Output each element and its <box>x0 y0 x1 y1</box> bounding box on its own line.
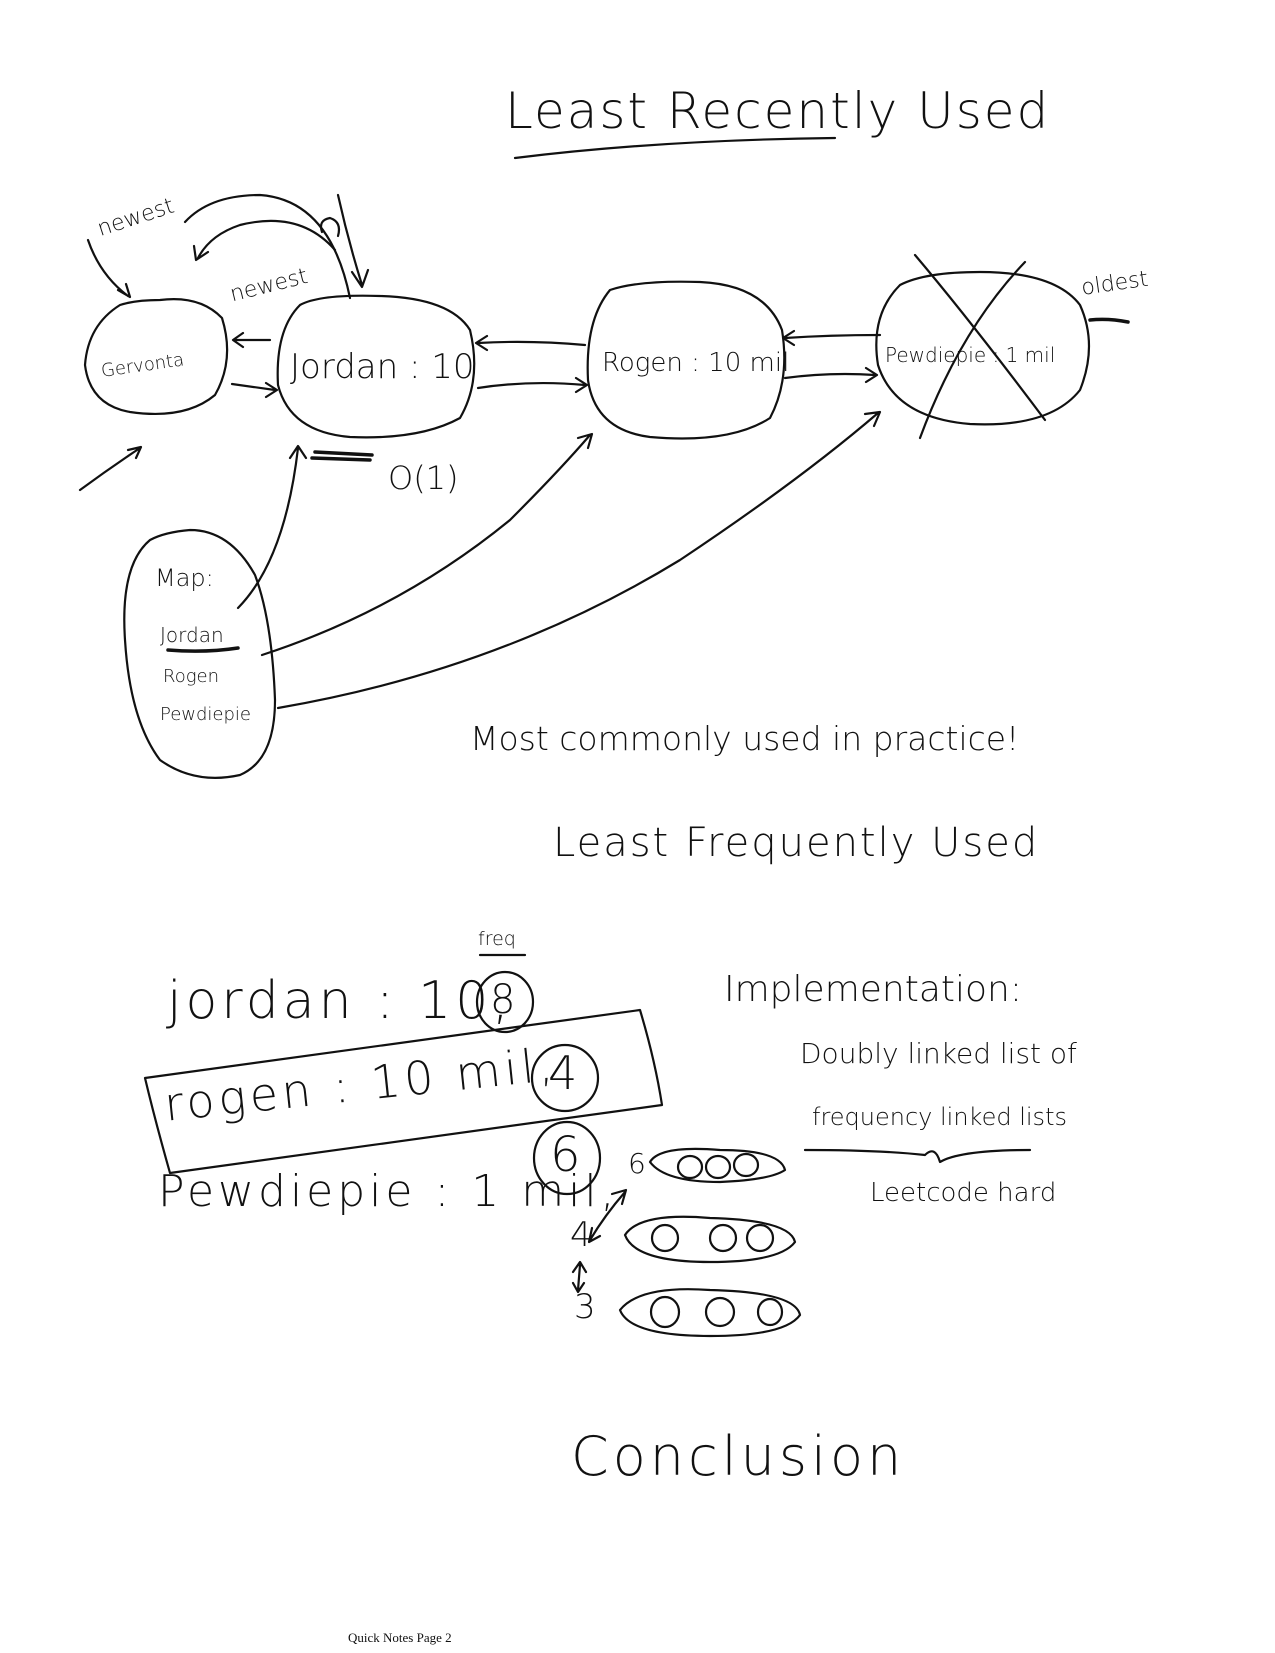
bucket-node <box>704 1154 732 1180</box>
bucket-link <box>571 1260 588 1294</box>
link-arrow <box>781 329 882 347</box>
map-heading: Map: <box>155 564 214 592</box>
node-text-jordan: Jordan : 10 <box>290 347 475 387</box>
bucket-node <box>732 1152 760 1178</box>
lfu-entry: Pewdiepie : 1 mil, <box>158 1166 619 1217</box>
map-key: Rogen <box>163 666 219 687</box>
lfu-entry: jordan : 10, <box>167 971 513 1031</box>
bucket-node <box>745 1223 775 1253</box>
freq-value: 6 <box>550 1127 581 1183</box>
node-bubble-rogen <box>586 280 786 440</box>
highlight-box <box>143 1008 664 1175</box>
implementation-line: frequency linked lists <box>812 1103 1067 1131</box>
lru-title: Least Recently Used <box>505 82 1051 140</box>
link-arrow <box>474 334 587 352</box>
title-underline <box>513 136 837 160</box>
freq-circle <box>475 970 535 1034</box>
link-arrow <box>783 366 879 384</box>
freq-value: 8 <box>490 977 516 1023</box>
bucket-node <box>649 1295 681 1329</box>
freq-bucket <box>648 1147 787 1184</box>
freq-bucket <box>623 1215 797 1264</box>
node-bubble-jordan <box>276 294 476 439</box>
bucket-node <box>650 1223 680 1253</box>
conclusion-heading: Conclusion <box>571 1425 906 1488</box>
bucket-link <box>587 1188 628 1244</box>
node-text-pewdiepie: Pewdiepie : 1 mil <box>885 343 1056 367</box>
bucket-node <box>756 1297 784 1327</box>
bucket-node <box>676 1154 704 1180</box>
implementation-heading: Implementation: <box>724 969 1022 1010</box>
bucket-node <box>704 1296 736 1328</box>
map-underline <box>166 646 240 653</box>
map-pointer <box>260 432 594 657</box>
map-key: Pewdiepie <box>160 704 252 725</box>
scribble <box>310 450 374 462</box>
node-bubble-gervonta <box>83 298 229 415</box>
freq-bucket <box>618 1288 802 1338</box>
implementation-line: Doubly linked list of <box>800 1037 1077 1070</box>
freq-circle <box>532 1120 602 1196</box>
lfu-title: Least Frequently Used <box>553 820 1040 866</box>
insert-arrow <box>78 445 143 492</box>
link-arrow <box>231 331 272 349</box>
map-bubble <box>123 528 277 779</box>
complexity-label: O(1) <box>388 459 459 497</box>
freq-circle <box>530 1043 600 1113</box>
node-bubble-pewdiepie <box>875 270 1091 426</box>
eviction-cross <box>918 260 1027 440</box>
swap-loop <box>319 216 341 238</box>
map-pointer <box>276 410 882 710</box>
usage-note: Most commonly used in practice! <box>470 719 1020 758</box>
bucket-freq: 6 <box>628 1147 646 1180</box>
bucket-freq: 4 <box>570 1215 592 1255</box>
bucket-node <box>708 1223 738 1253</box>
implementation-line: Leetcode hard <box>870 1178 1057 1208</box>
link-arrow <box>476 376 589 394</box>
swap-arrow <box>336 193 370 289</box>
link-arrow <box>230 381 279 399</box>
bucket-freq: 3 <box>574 1287 596 1327</box>
newest-pointer <box>86 238 132 299</box>
node-text-rogen: Rogen : 10 mil <box>602 348 790 378</box>
oldest-pointer <box>1088 317 1130 324</box>
map-pointer <box>236 444 308 610</box>
map-key: Jordan <box>160 623 224 647</box>
swap-arrow <box>183 193 352 300</box>
page-footer: Quick Notes Page 2 <box>348 1630 452 1645</box>
freq-value: 4 <box>548 1046 578 1100</box>
impl-underline <box>803 1148 1032 1164</box>
eviction-cross <box>913 253 1047 422</box>
freq-label: freq <box>478 928 516 950</box>
swap-arrow <box>192 219 337 262</box>
